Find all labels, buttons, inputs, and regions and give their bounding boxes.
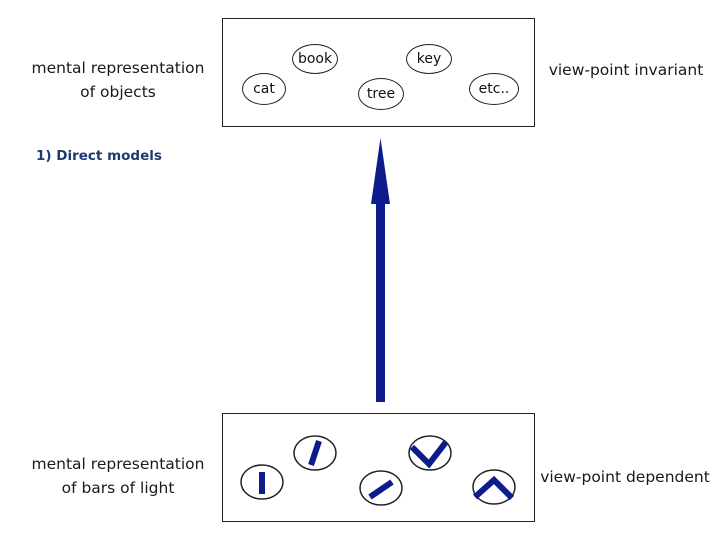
bars-representation-label: mental representation of bars of light xyxy=(22,452,214,500)
light-bar-icon xyxy=(240,464,284,500)
label-line-2: of objects xyxy=(80,83,156,101)
label-line-1: mental representation xyxy=(31,59,205,77)
object-book: book xyxy=(292,44,338,74)
light-bar-icon xyxy=(408,435,452,471)
object-book-label: book xyxy=(297,51,333,67)
object-cat-label: cat xyxy=(253,81,275,97)
label-line-1: mental representation xyxy=(31,455,205,473)
object-tree-label: tree xyxy=(366,86,396,102)
object-key-label: key xyxy=(416,51,442,67)
object-cat: cat xyxy=(242,73,286,105)
object-key: key xyxy=(406,44,452,74)
light-bar-icon xyxy=(293,435,337,471)
light-bar-icon xyxy=(359,470,403,506)
object-etc: etc.. xyxy=(469,73,519,105)
object-etc-label: etc.. xyxy=(478,81,510,97)
up-arrow-icon xyxy=(371,138,390,402)
direct-models-heading: 1) Direct models xyxy=(36,148,162,164)
object-tree: tree xyxy=(358,78,404,110)
light-bar-icon xyxy=(472,469,516,505)
label-line-2: of bars of light xyxy=(61,479,175,497)
objects-representation-label: mental representation of objects xyxy=(22,56,214,104)
view-point-dependent-label: view-point dependent xyxy=(540,468,710,486)
view-point-invariant-label: view-point invariant xyxy=(548,61,704,79)
